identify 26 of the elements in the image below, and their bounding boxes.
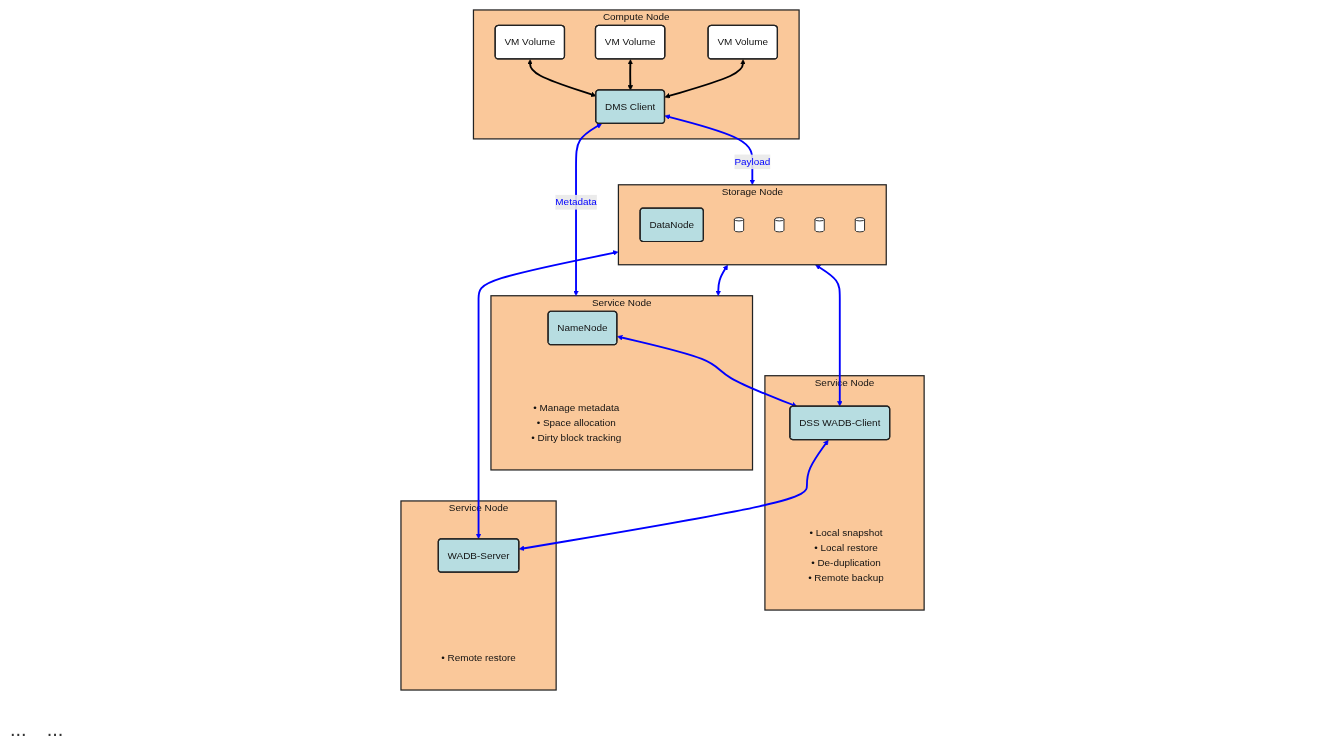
arrow	[518, 439, 829, 551]
arrow	[527, 59, 597, 97]
ellipsis-note: ...	[10, 718, 27, 741]
arrow	[475, 250, 619, 539]
node-label: • Local restore	[814, 542, 878, 554]
ellipsis-note: ...	[46, 718, 64, 741]
node-label: • Remote backup	[808, 572, 884, 583]
arrow	[627, 59, 633, 91]
arrow	[664, 59, 746, 99]
arrow	[815, 264, 843, 407]
arrow	[617, 335, 798, 408]
node-label: • Space allocation	[536, 417, 616, 428]
node-cylinder	[774, 217, 785, 233]
node-label: • De-duplication	[811, 557, 881, 568]
edge-label: Metadata	[555, 196, 597, 208]
node-label: • Dirty block tracking	[531, 432, 622, 443]
node-cylinder	[814, 217, 825, 233]
edge-label: Payload	[734, 156, 771, 167]
node-label: • Manage metadata	[533, 402, 620, 413]
node-cylinder	[854, 217, 865, 233]
arrow	[715, 264, 728, 296]
node-label: • Remote restore	[441, 652, 516, 663]
node-cylinder	[733, 217, 745, 233]
arrow	[573, 123, 602, 296]
node-label: • Local snapshot	[809, 527, 883, 539]
arrow	[664, 114, 755, 186]
